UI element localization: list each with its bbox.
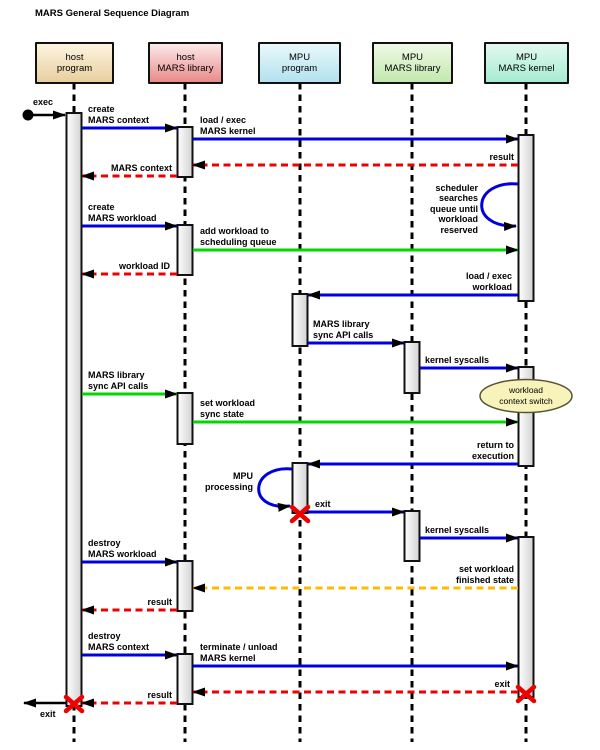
lifeline-box-mpu-mars-library: MPU MARS library [372, 42, 453, 84]
msg-kernel-syscalls-1-label: kernel syscalls [425, 354, 490, 365]
activation-host-library-5 [176, 653, 194, 705]
lifeline-box-mpu-program: MPU program [258, 42, 341, 84]
activation-host-library-2 [176, 224, 194, 276]
msg-sync-api-calls-host-label: MARS library sync API calls [88, 370, 149, 391]
end-exit-label: exit [40, 709, 56, 719]
lifeline-box-host-mars-library: host MARS library [148, 42, 223, 84]
lifeline-box-mpu-mars-kernel: MPU MARS kernel [484, 42, 569, 84]
msg-add-workload-queue-label: add workload to scheduling queue [200, 226, 277, 247]
msg-exit-mpu-program-label: exit [315, 498, 331, 509]
activation-host-library-4 [176, 560, 194, 612]
msg-destroy-mars-context-label: destroy MARS context [88, 631, 150, 652]
activation-host-library-1 [176, 126, 194, 178]
activation-mpu-library-2 [403, 510, 421, 562]
diagram-title: MARS General Sequence Diagram [35, 8, 190, 19]
msg-workload-id-return-label: workload ID [118, 260, 170, 271]
destroy-x-mpu-kernel [515, 684, 537, 704]
start-circle [22, 109, 34, 121]
msg-sync-api-calls-mpu-label: MARS library sync API calls [313, 319, 374, 340]
activation-mpu-library-1 [403, 341, 421, 394]
msg-terminate-unload-kernel-label: terminate / unload MARS kernel [200, 642, 278, 663]
lifeline-box-host-program: host program [35, 42, 114, 84]
loop-mpu-processing-label: MPU processing [204, 471, 253, 492]
activation-host-library-3 [176, 392, 194, 445]
msg-kernel-syscalls-2-label: kernel syscalls [425, 524, 490, 535]
activation-mpu-kernel-3 [517, 536, 535, 698]
msg-result-destroy-context-label: result [147, 689, 172, 700]
destroy-x-mpu-program [289, 504, 311, 524]
msg-exit-kernel-label: exit [494, 678, 510, 689]
workload-context-switch-note [479, 378, 573, 414]
msg-result-kernel-load-label: result [489, 151, 514, 162]
msg-result-destroy-workload-label: result [147, 596, 172, 607]
activation-mpu-program-1 [291, 293, 309, 347]
loop-scheduler-searches [480, 182, 519, 231]
msg-mars-context-return-label: MARS context [110, 162, 172, 173]
msg-create-mars-workload-label: create MARS workload [88, 202, 157, 223]
loop-mpu-processing [257, 467, 293, 512]
loop-scheduler-searches-label: scheduler searches queue until workload … [430, 182, 478, 235]
msg-load-exec-workload-label: load / exec workload [465, 271, 512, 292]
msg-create-mars-context-label: create MARS context [88, 104, 150, 125]
start-exec-label: exec [33, 96, 54, 107]
msg-return-to-execution-label: return to execution [471, 440, 514, 461]
activation-mpu-kernel-1 [517, 134, 535, 302]
msg-set-workload-sync-state-label: set workload sync state [200, 398, 256, 419]
msg-set-workload-finished-label: set workload finished state [455, 564, 514, 585]
msg-load-exec-mars-kernel-label: load / exec MARS kernel [200, 115, 256, 136]
activation-mpu-program-2 [291, 462, 309, 514]
destroy-x-host-program [63, 694, 85, 714]
activation-host-program [65, 112, 83, 707]
msg-destroy-mars-workload-label: destroy MARS workload [88, 538, 157, 559]
workload-context-switch-note-label: workload context switch [499, 385, 553, 406]
